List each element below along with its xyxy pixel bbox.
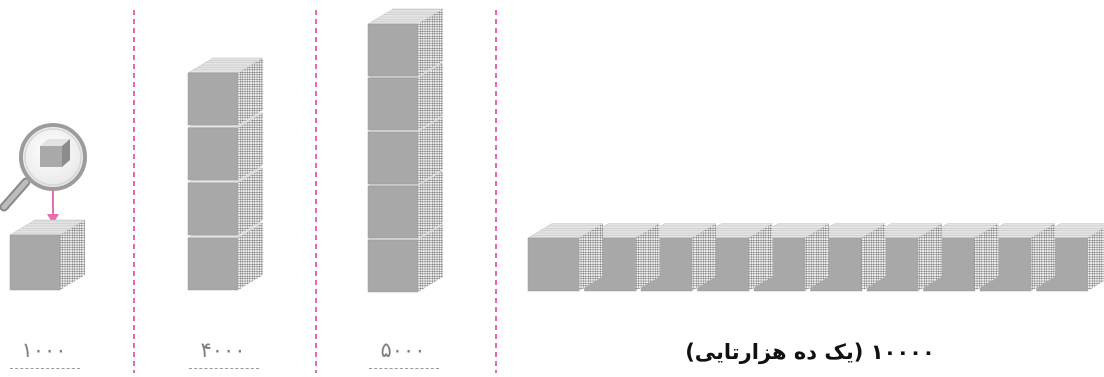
arrow-down-icon [47, 190, 59, 224]
magnifier-icon [4, 125, 85, 207]
cube-10000-1 [528, 224, 603, 291]
cube-4000-4 [188, 58, 263, 125]
small-cube-icon [40, 139, 70, 167]
label-10000: ۱۰۰۰۰ (یک ده هزارتایی) [650, 340, 970, 364]
label-underline-4000 [189, 368, 259, 369]
cube-layer [10, 9, 1104, 292]
label-underline-1000 [10, 368, 80, 369]
label-underline-5000 [369, 368, 439, 369]
cube-1000 [10, 220, 85, 290]
label-5000: ۵۰۰۰ [363, 338, 443, 362]
label-1000: ۱۰۰۰ [4, 338, 84, 362]
label-4000: ۴۰۰۰ [183, 338, 263, 362]
cube-5000-5 [368, 9, 443, 76]
